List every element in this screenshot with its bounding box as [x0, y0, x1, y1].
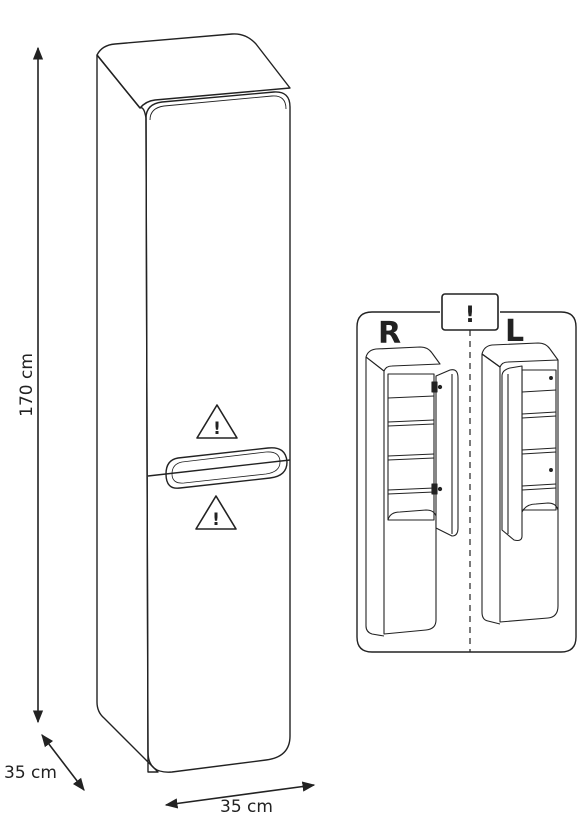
warning-triangle-icon	[196, 404, 238, 439]
cabinet-front	[145, 91, 291, 773]
left-hinge-label: L	[505, 314, 524, 349]
width-dimension: 35 cm	[164, 781, 316, 817]
mini-cabinet-right	[365, 346, 459, 637]
svg-text:!: !	[212, 510, 220, 530]
tall-cabinet	[96, 33, 291, 773]
depth-dimension: 35 cm	[4, 733, 85, 792]
depth-label: 35 cm	[4, 763, 57, 783]
cabinet-top	[96, 33, 291, 109]
notice-mark: !	[465, 303, 475, 328]
mini-cabinet-left	[481, 342, 559, 625]
height-dimension: 170 cm	[17, 46, 44, 724]
warning-upper: !	[196, 404, 238, 439]
svg-text:!: !	[213, 419, 221, 439]
right-hinge-label: R	[378, 316, 401, 351]
cabinet-side	[96, 55, 159, 773]
height-label: 170 cm	[17, 353, 37, 417]
warning-lower: !	[195, 495, 237, 530]
warning-triangle-icon	[195, 495, 237, 530]
width-label: 35 cm	[220, 797, 273, 817]
cabinet-handle	[165, 447, 288, 489]
orientation-panel: ! R L	[356, 293, 577, 653]
